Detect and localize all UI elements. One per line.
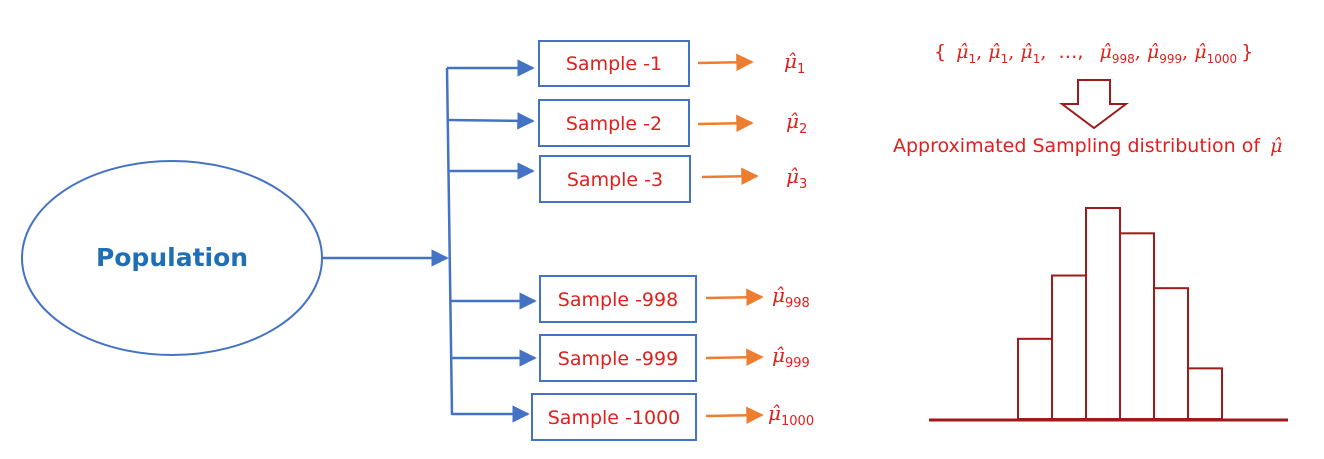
histogram-bar — [1085, 207, 1121, 420]
estimate-arrow-2 — [697, 114, 754, 133]
sample-box: Sample -1 — [538, 40, 690, 87]
histogram — [1017, 207, 1223, 421]
estimate-label: μ̂1000 — [768, 401, 814, 429]
distribution-caption: Approximated Sampling distribution of μ̂ — [893, 135, 1282, 157]
sample-boxes: Sample -1 Sample -2 Sample -3 Sample -99… — [531, 40, 697, 441]
estimate-label: μ̂1 — [784, 49, 805, 77]
sample-box: Sample -1000 — [531, 393, 697, 441]
estimate-arrow-1 — [697, 53, 754, 72]
estimate-arrow-3 — [701, 167, 759, 186]
estimate-arrow-1000 — [705, 406, 764, 425]
estimate-arrow-998 — [705, 288, 764, 307]
sample-box: Sample -2 — [538, 99, 690, 147]
sample-box: Sample -998 — [539, 275, 697, 323]
branch-arrow-2 — [447, 112, 535, 130]
histogram-bar — [1119, 232, 1155, 420]
sample-box: Sample -3 — [539, 155, 691, 203]
branch-arrows — [447, 59, 537, 423]
down-arrow-icon — [1059, 79, 1129, 130]
population-label: Population — [96, 243, 248, 272]
histogram-bar — [1017, 337, 1053, 421]
estimate-label: μ̂3 — [786, 164, 807, 192]
estimate-label: μ̂999 — [772, 343, 810, 371]
estimate-label: μ̂2 — [786, 109, 807, 137]
estimate-label: μ̂998 — [772, 283, 810, 311]
sample-label: Sample -1000 — [548, 407, 681, 429]
sample-label: Sample -2 — [566, 113, 662, 135]
estimates: μ̂1 μ̂2 μ̂3 μ̂998 μ̂999 μ̂1000 — [768, 49, 814, 429]
sample-label: Sample -1 — [566, 53, 662, 75]
sample-label: Sample -999 — [558, 348, 678, 370]
sample-box: Sample -999 — [539, 334, 697, 382]
sample-label: Sample -998 — [558, 289, 678, 311]
histogram-bar — [1051, 274, 1087, 420]
histogram-bar — [1187, 367, 1223, 420]
sample-label: Sample -3 — [567, 169, 663, 191]
estimate-arrow-999 — [705, 348, 764, 367]
estimate-arrows — [697, 53, 764, 425]
population-node: Population — [21, 160, 323, 356]
population-ellipse — [21, 160, 323, 356]
estimate-set: { μ̂1, μ̂1, μ̂1, …, μ̂998, μ̂999, μ̂1000… — [934, 41, 1253, 66]
histogram-bar — [1153, 287, 1189, 420]
